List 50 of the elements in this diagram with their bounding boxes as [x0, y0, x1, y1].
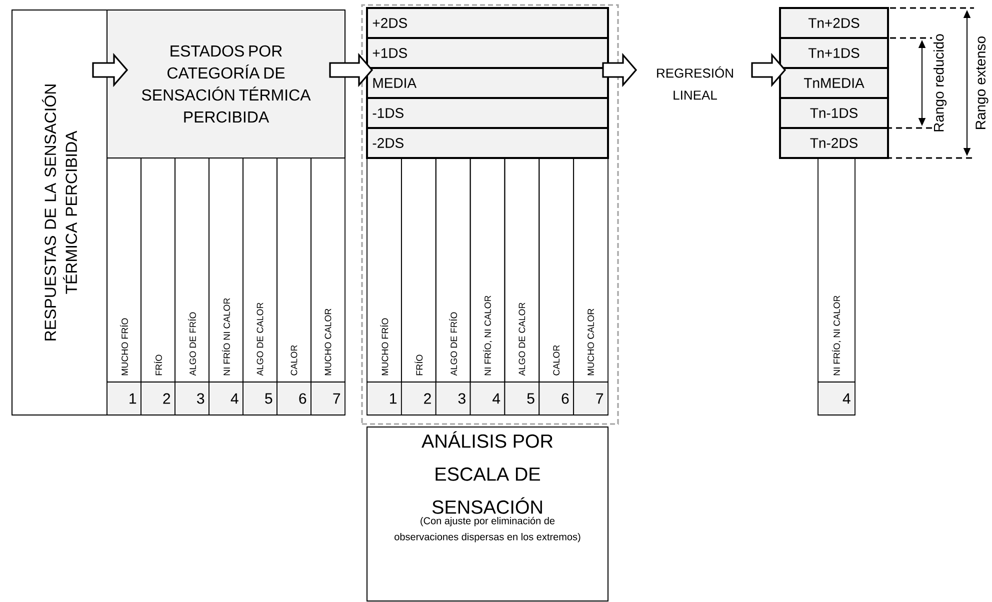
number-cell: 1 — [366, 382, 402, 416]
statistic-row: -1DS — [366, 97, 609, 129]
number-cell: 5 — [242, 382, 278, 416]
category-cell: CALOR — [276, 158, 312, 382]
category-cell: FRÍO — [140, 158, 176, 382]
category-cell: NI FRÍO, NI CALOR — [470, 158, 506, 382]
dimension-label: Rango reducido — [933, 34, 947, 132]
block-arrow — [602, 52, 638, 88]
category-cell: MUCHO CALOR — [310, 158, 346, 382]
category-cell: CALOR — [538, 158, 574, 382]
category-cell: ALGO DE CALOR — [504, 158, 540, 382]
number-cell: 6 — [538, 382, 574, 416]
category-cell: MUCHO FRÍO — [106, 158, 142, 382]
number-cell: 7 — [573, 382, 608, 416]
number-cell: 6 — [276, 382, 312, 416]
threshold-row: Tn-2DS — [779, 127, 890, 159]
block-arrow — [751, 52, 786, 88]
statistic-row: +1DS — [366, 37, 609, 69]
block-arrow — [329, 52, 374, 88]
process-label: REGRESIÓN LINEAL — [657, 66, 733, 100]
threshold-row: Tn+2DS — [779, 7, 890, 39]
number-cell: 4 — [470, 382, 506, 416]
number-cell: 2 — [400, 382, 436, 416]
threshold-row: Tn+1DS — [779, 37, 890, 69]
dimension-label: Rango extenso — [976, 36, 988, 129]
number-cell: 3 — [174, 382, 210, 416]
category-cell: ALGO DE FRÍO — [174, 158, 210, 382]
header-box: ESTADOS POR CATEGORÍA DE SENSACIÓN TÉRMICA PERCIBIDA — [106, 10, 346, 158]
threshold-row: Tn-1DS — [779, 97, 890, 129]
category-cell: FRÍO — [400, 158, 436, 382]
number-cell: 1 — [106, 382, 142, 416]
category-cell: ALGO DE FRÍO — [435, 158, 471, 382]
number-cell: 2 — [140, 382, 176, 416]
statistic-row: +2DS — [366, 7, 609, 39]
category-cell: MUCHO CALOR — [573, 158, 608, 382]
analysis-box: ANÁLISIS POR ESCALA DE SENSACIÓN (Con ajuste por eliminación de observaciones dispersas en los extremos) — [366, 426, 608, 602]
category-cell: NI FRÍO, NI CALOR — [818, 158, 856, 382]
block-arrow — [92, 52, 128, 88]
number-cell: 4 — [208, 382, 244, 416]
category-cell: MUCHO FRÍO — [366, 158, 402, 382]
number-cell: 3 — [435, 382, 471, 416]
threshold-row: TnMEDIA — [779, 67, 890, 99]
number-cell: 5 — [504, 382, 540, 416]
statistic-row: MEDIA — [366, 67, 609, 99]
category-cell: ALGO DE CALOR — [242, 158, 278, 382]
category-cell: NI FRÍO NI CALOR — [208, 158, 244, 382]
statistic-row: -2DS — [366, 127, 609, 159]
number-cell: 7 — [310, 382, 346, 416]
number-cell: 4 — [818, 382, 856, 416]
dashed-group-box — [361, 4, 619, 425]
